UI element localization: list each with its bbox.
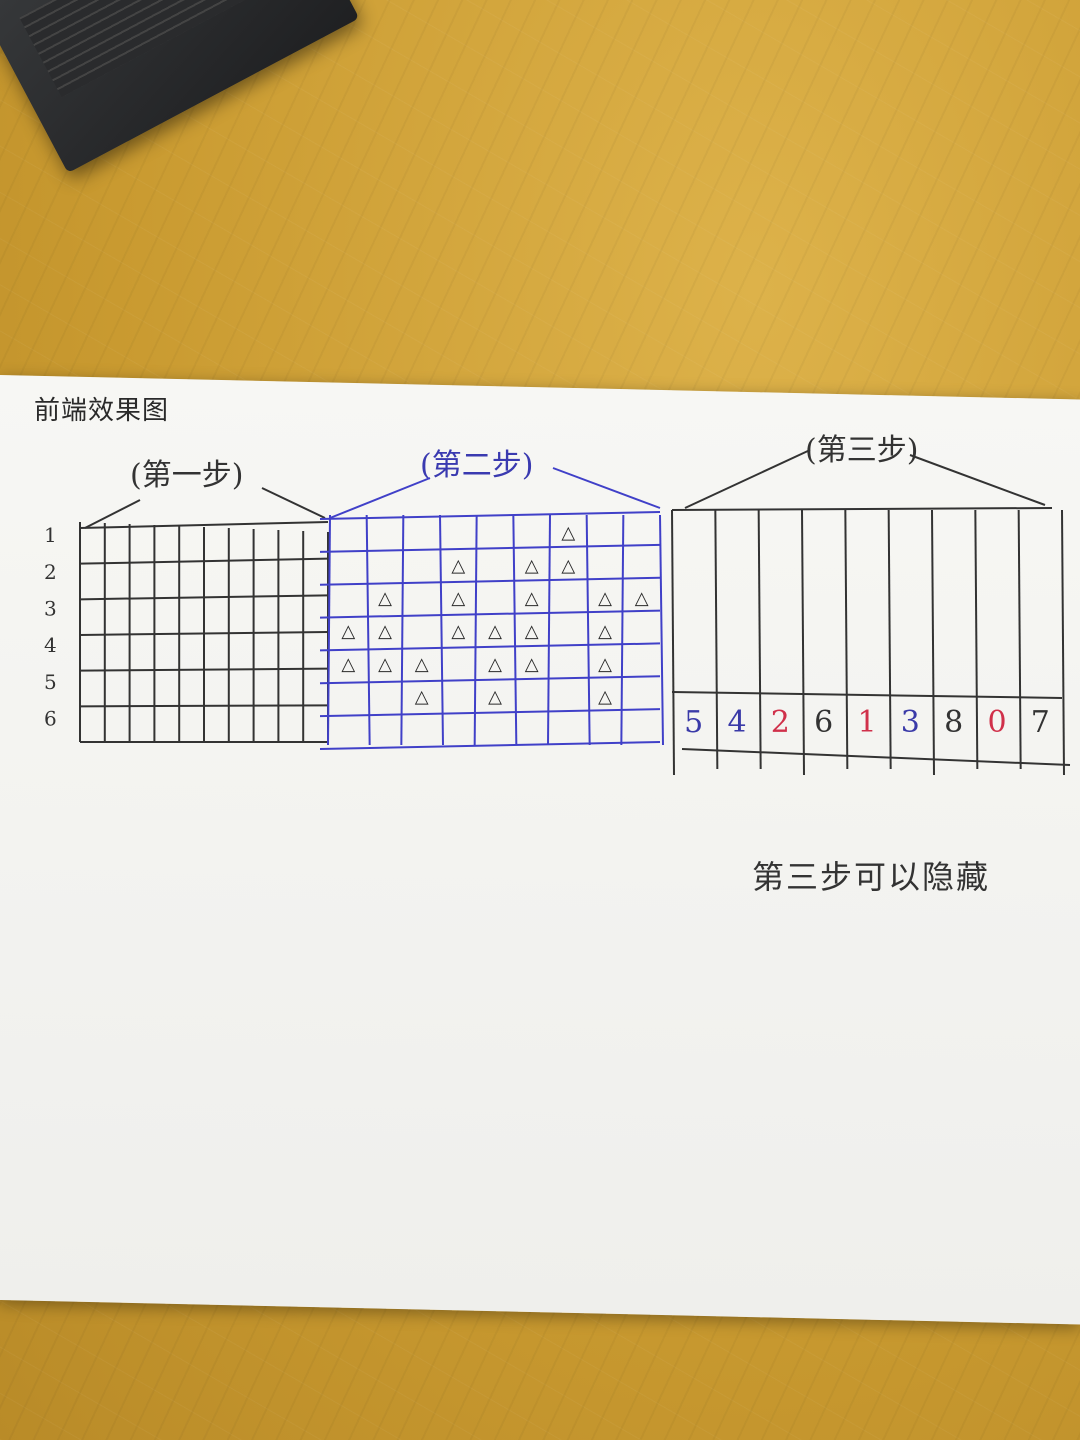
step3-col-line bbox=[714, 509, 719, 770]
triangle-mark: △ bbox=[415, 654, 429, 675]
triangle-mark: △ bbox=[378, 588, 392, 609]
triangle-mark: △ bbox=[451, 588, 465, 609]
triangle-mark: △ bbox=[525, 654, 539, 675]
step3-digit: 7 bbox=[1031, 705, 1050, 740]
triangle-mark: △ bbox=[525, 555, 539, 576]
step3-col-line bbox=[1017, 509, 1022, 770]
hide-note: 第三步可以隐藏 bbox=[752, 858, 991, 896]
step3-digit: 1 bbox=[857, 705, 876, 740]
step3-table bbox=[671, 507, 1071, 776]
step2-row-line bbox=[319, 642, 661, 652]
step3-digit: 3 bbox=[901, 705, 920, 740]
step2-grid bbox=[319, 511, 664, 750]
triangle-mark: △ bbox=[525, 588, 539, 609]
triangle-mark: △ bbox=[488, 687, 502, 708]
triangle-mark: △ bbox=[525, 621, 539, 642]
step2-col-line bbox=[512, 514, 518, 746]
step1-bracket bbox=[84, 487, 326, 529]
triangle-mark: △ bbox=[451, 555, 465, 576]
step3-digit: 6 bbox=[814, 705, 833, 740]
step2-col-line bbox=[365, 514, 371, 746]
step3-label: (第三步) bbox=[805, 433, 919, 468]
step3-bracket bbox=[684, 449, 1046, 509]
step3-col-line bbox=[757, 509, 762, 770]
step2-row-line bbox=[319, 543, 661, 553]
step2-col-line bbox=[585, 514, 591, 746]
triangle-mark: △ bbox=[378, 654, 392, 675]
triangle-mark: △ bbox=[488, 654, 502, 675]
step3-col-line bbox=[801, 509, 805, 776]
triangle-mark: △ bbox=[598, 654, 612, 675]
step3-digit: 0 bbox=[987, 705, 1006, 740]
step2-row-line bbox=[319, 708, 661, 718]
step1-row-line bbox=[79, 704, 329, 708]
step2-label: (第二步) bbox=[420, 448, 534, 483]
step2-row-line bbox=[319, 511, 661, 520]
step2-col-line bbox=[473, 514, 478, 746]
step3-col-line bbox=[1061, 509, 1065, 776]
step3-col-line bbox=[931, 509, 935, 776]
row-number: 1 bbox=[44, 523, 57, 547]
triangle-mark: △ bbox=[598, 687, 612, 708]
step2-col-line bbox=[547, 514, 551, 746]
step1-grid bbox=[79, 521, 329, 743]
triangle-mark: △ bbox=[561, 522, 575, 543]
triangle-mark: △ bbox=[561, 555, 575, 576]
triangle-mark: △ bbox=[451, 621, 465, 642]
triangle-mark: △ bbox=[635, 588, 649, 609]
step1-row-line bbox=[79, 594, 329, 601]
step3-digit: 4 bbox=[727, 705, 746, 740]
step1-row-line bbox=[79, 631, 329, 636]
step2-bracket bbox=[329, 467, 661, 519]
step3-digit: 2 bbox=[771, 705, 790, 740]
step2-row-line bbox=[319, 741, 661, 750]
triangle-mark: △ bbox=[598, 588, 612, 609]
step2-row-line bbox=[319, 576, 661, 586]
step3-bottom-line bbox=[681, 748, 1071, 766]
step3-col-line bbox=[974, 509, 979, 770]
triangle-mark: △ bbox=[598, 621, 612, 642]
triangle-mark: △ bbox=[488, 621, 502, 642]
step2-col-line bbox=[327, 514, 331, 746]
row-number: 4 bbox=[44, 633, 57, 657]
step3-col-line bbox=[671, 509, 675, 776]
row-number: 3 bbox=[44, 597, 57, 621]
triangle-mark: △ bbox=[415, 687, 429, 708]
row-number: 2 bbox=[44, 560, 57, 584]
step2-col-line bbox=[400, 514, 405, 746]
step2-row-line bbox=[319, 609, 661, 619]
step1-label: (第一步) bbox=[130, 458, 244, 493]
triangle-mark: △ bbox=[378, 621, 392, 642]
step2-row-line bbox=[319, 675, 661, 685]
step2-col-line bbox=[659, 514, 664, 746]
step2-marks: △ △ △ △ △ △ △ △ △ △ △ △ △ △ △ △ △ △ △ △ △ △ △ △ bbox=[341, 522, 648, 707]
step3-top-line bbox=[671, 507, 1053, 511]
step3-digit: 5 bbox=[684, 705, 703, 740]
row-numbers: 1 2 3 4 5 6 bbox=[44, 523, 57, 730]
row-number: 6 bbox=[44, 707, 57, 731]
step3-col-line bbox=[844, 509, 849, 770]
triangle-mark: △ bbox=[341, 654, 355, 675]
step1-row-line bbox=[79, 521, 329, 529]
step2-col-line bbox=[620, 514, 625, 746]
step2-col-line bbox=[439, 514, 444, 746]
step1-row-line bbox=[79, 557, 329, 565]
step3-mid-line bbox=[671, 691, 1063, 699]
page-title: 前端效果图 bbox=[34, 396, 170, 426]
triangle-mark: △ bbox=[341, 621, 355, 642]
step1-row-line bbox=[79, 667, 329, 672]
row-number: 5 bbox=[44, 670, 57, 694]
step3-digit: 8 bbox=[944, 705, 963, 740]
step3-col-line bbox=[887, 509, 892, 770]
